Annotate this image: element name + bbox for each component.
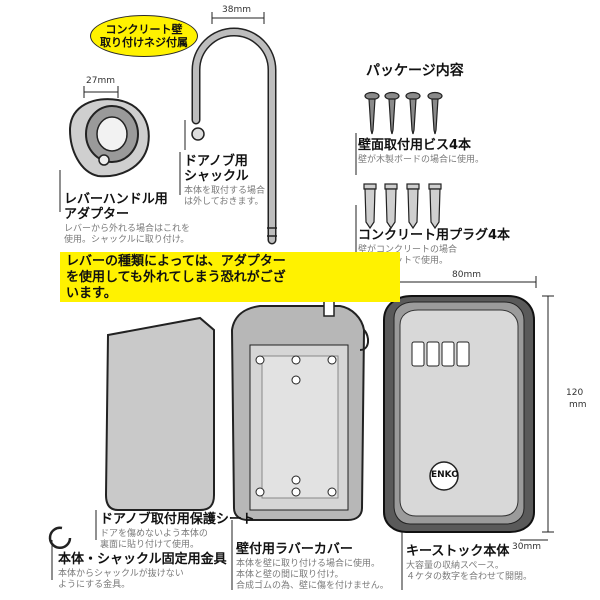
plugs-title: コンクリート用プラグ4本 [358, 228, 511, 243]
adapter-desc-2: 使用。シャックルに取り付け。 [64, 235, 190, 245]
adapter-illustration [68, 86, 150, 178]
shackle-desc-2: は外しておきます。 [184, 197, 264, 207]
box-depth-label: 30mm [512, 542, 541, 552]
box-title: キーストック本体 [406, 544, 510, 559]
fitting-title: 本体・シャックル固定用金具 [58, 552, 227, 567]
leader-lines [51, 133, 403, 590]
sheet-title: ドアノブ取付用保護シート [100, 512, 255, 527]
rubber-desc-2: 本体と壁の間に取り付け。 [236, 570, 344, 580]
adapter-title-2: アダプター [64, 207, 130, 222]
rubber-desc-3: 合成ゴムの為、壁に傷を付けません。 [236, 581, 389, 591]
warning-line-3: います。 [66, 286, 117, 301]
plugs-desc-1: 壁がコンクリートの場合 [358, 245, 458, 255]
badge-line-2: 取り付けネジ付属 [100, 36, 188, 49]
adapter-caption: レバーハンドル用 アダプター レバーから外れる場合はこれを 使用。シャックルに取… [64, 192, 190, 246]
shackle-dimension [211, 12, 265, 24]
fitting-desc-1: 本体からシャックルが抜けない [58, 569, 184, 579]
keybox-dimensions [383, 276, 554, 541]
shackle-width-label: 38mm [222, 5, 251, 15]
adapter-desc-1: レバーから外れる場合はこれを [64, 224, 191, 234]
box-desc-1: 大容量の収納スペース。 [406, 561, 504, 571]
plugs-desc-2: ビスとセットで使用。 [358, 256, 449, 266]
screws-caption: 壁面取付用ビス4本 壁が木製ボードの場合に使用。 [358, 138, 484, 166]
shackle-caption: ドアノブ用 シャックル 本体を取付する場合 は外しておきます。 [184, 154, 265, 208]
rubber-caption: 壁付用ラバーカバー 本体を壁に取り付ける場合に使用。 本体と壁の間に取り付け。 … [236, 542, 389, 592]
shackle-illustration [184, 27, 277, 245]
fitting-desc-2: ようにする金具。 [58, 580, 131, 590]
sheet-desc-1: ドアを傷めないよう本体の [100, 529, 208, 539]
protective-sheet-illustration [104, 316, 215, 511]
keybox-illustration [383, 295, 535, 533]
sheet-desc-2: 裏面に貼り付けて使用。 [100, 540, 200, 550]
adapter-width-label: 27mm [86, 76, 115, 86]
badge-line-1: コンクリート壁 [105, 23, 183, 36]
enko-logo: ENKO [431, 470, 459, 480]
fitting-caption: 本体・シャックル固定用金具 本体からシャックルが抜けない ようにする金具。 [58, 552, 227, 591]
plugs-illustration [363, 183, 442, 230]
package-heading: パッケージ内容 [366, 63, 464, 79]
shackle-title-2: シャックル [184, 169, 249, 184]
screws-desc: 壁が木製ボードの場合に使用。 [358, 155, 485, 165]
shackle-title-1: ドアノブ用 [184, 154, 248, 169]
warning-note: レバーの種類によっては、アダプター を使用しても外れてしまう恐れがござ います。 [60, 252, 400, 302]
screws-illustration [364, 91, 443, 135]
box-width-label: 80mm [452, 270, 481, 280]
box-height-label-2: mm [569, 400, 587, 410]
shackle-desc-1: 本体を取付する場合 [184, 186, 266, 196]
warning-line-2: を使用しても外れてしまう恐れがござ [66, 270, 286, 285]
box-desc-2: ４ケタの数字を合わせて開閉。 [406, 572, 533, 582]
box-caption: キーストック本体 大容量の収納スペース。 ４ケタの数字を合わせて開閉。 [406, 544, 532, 583]
fitting-illustration [48, 526, 72, 550]
rubber-cover-illustration [230, 299, 370, 521]
concrete-screws-badge: コンクリート壁 取り付けネジ付属 [90, 15, 198, 57]
rubber-title: 壁付用ラバーカバー [236, 542, 353, 557]
plugs-caption: コンクリート用プラグ4本 壁がコンクリートの場合 ビスとセットで使用。 [358, 228, 510, 267]
box-height-label-1: 120 [566, 388, 584, 398]
sheet-caption: ドアノブ取付用保護シート ドアを傷めないよう本体の 裏面に貼り付けて使用。 [100, 512, 255, 551]
rubber-desc-1: 本体を壁に取り付ける場合に使用。 [236, 559, 381, 569]
screws-title: 壁面取付用ビス4本 [358, 138, 472, 153]
adapter-title-1: レバーハンドル用 [64, 192, 168, 207]
warning-line-1: レバーの種類によっては、アダプター [66, 254, 286, 269]
